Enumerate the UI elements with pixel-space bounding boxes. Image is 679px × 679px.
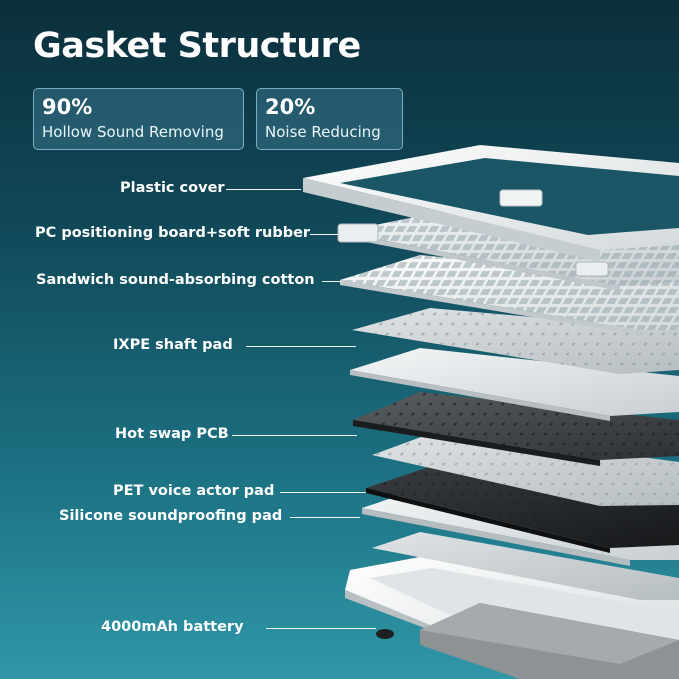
label-sandwich-cotton: Sandwich sound-absorbing cotton bbox=[36, 272, 315, 288]
leader-line bbox=[290, 517, 360, 518]
pet-pad-layer bbox=[366, 466, 679, 553]
battery-block bbox=[420, 603, 679, 679]
stat-label: Hollow Sound Removing bbox=[42, 123, 224, 141]
label-silicone-soundproofing-pad: Silicone soundproofing pad bbox=[59, 508, 283, 524]
stat-noise-reducing: 20% Noise Reducing bbox=[256, 88, 403, 150]
gasket-rubber bbox=[575, 261, 609, 277]
leader-line bbox=[310, 234, 338, 235]
stat-label: Noise Reducing bbox=[265, 123, 381, 141]
pcb-layer bbox=[353, 392, 679, 506]
label-hot-swap-pcb: Hot swap PCB bbox=[115, 426, 229, 442]
stat-value: 90% bbox=[42, 95, 93, 119]
cover-clip bbox=[499, 189, 543, 207]
label-ixpe-shaft-pad: IXPE shaft pad bbox=[113, 337, 233, 353]
leader-line bbox=[266, 628, 376, 629]
label-pet-voice-actor-pad: PET voice actor pad bbox=[113, 483, 275, 499]
leader-line bbox=[226, 189, 301, 190]
label-pc-positioning-board: PC positioning board+soft rubber bbox=[35, 225, 311, 241]
page-title: Gasket Structure bbox=[33, 26, 361, 66]
stat-value: 20% bbox=[265, 95, 316, 119]
stat-hollow-sound: 90% Hollow Sound Removing bbox=[33, 88, 244, 150]
gasket-rubber bbox=[337, 223, 379, 243]
leader-line bbox=[246, 346, 356, 347]
label-battery: 4000mAh battery bbox=[101, 619, 244, 635]
leader-line bbox=[280, 492, 366, 493]
battery-connector bbox=[376, 629, 394, 639]
plastic-cover-layer bbox=[303, 145, 679, 262]
label-plastic-cover: Plastic cover bbox=[120, 180, 225, 196]
leader-line bbox=[322, 281, 342, 282]
leader-line bbox=[232, 435, 357, 436]
